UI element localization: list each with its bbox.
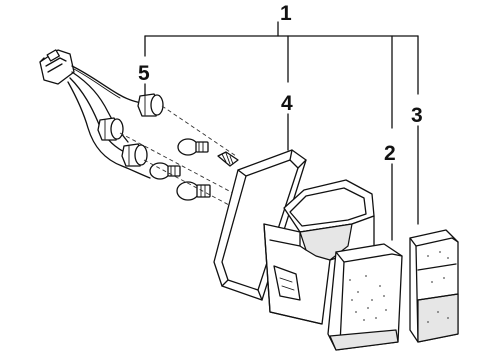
bulb-small-upper xyxy=(177,138,209,156)
screw xyxy=(217,151,239,167)
socket-middle xyxy=(97,117,124,141)
callout-5: 5 xyxy=(138,62,150,85)
socket-lower xyxy=(121,143,148,167)
gasket xyxy=(213,149,307,301)
wiring-harness xyxy=(39,49,164,179)
callout-1: 1 xyxy=(280,2,292,25)
bulb-large xyxy=(176,181,211,201)
main-lens xyxy=(327,243,403,351)
callout-3: 3 xyxy=(411,104,423,127)
socket-upper xyxy=(137,93,164,117)
outer-lens-texture xyxy=(427,251,449,323)
bulb-small-lower xyxy=(149,162,181,180)
lens-texture xyxy=(349,275,387,321)
callout-4: 4 xyxy=(281,92,293,115)
bulbs xyxy=(149,138,239,201)
callout-leaders xyxy=(144,21,419,241)
outer-lens xyxy=(409,229,459,343)
callout-2: 2 xyxy=(384,142,396,165)
